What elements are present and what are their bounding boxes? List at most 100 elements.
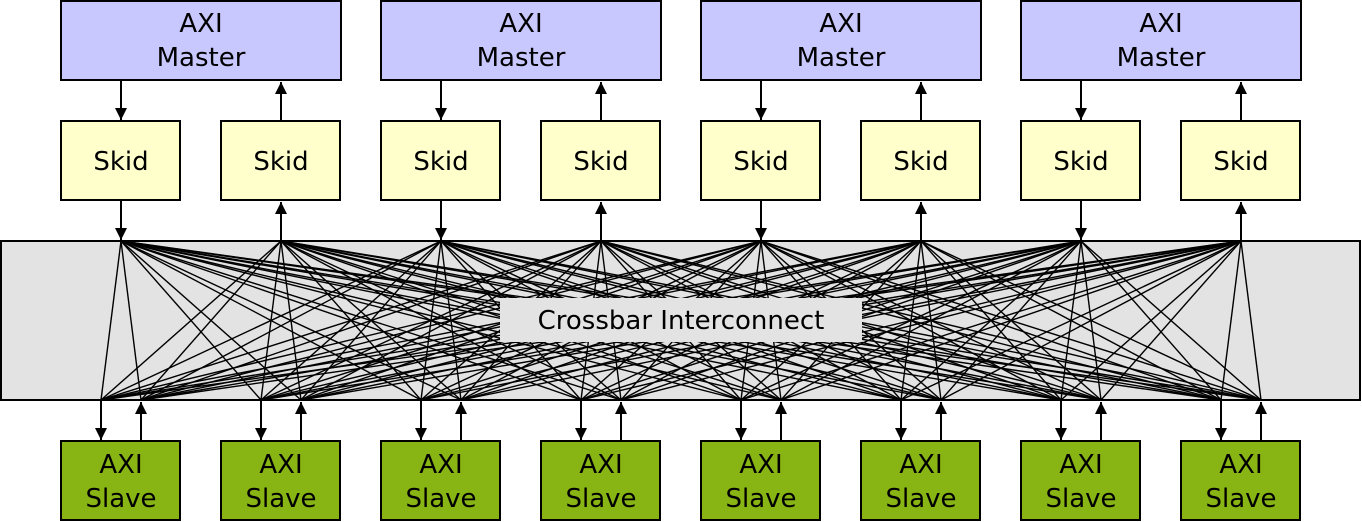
skid-box (540, 120, 661, 201)
axi-slave-box (1180, 440, 1301, 521)
axi-slave-7: AXI Slave (1020, 440, 1141, 521)
axi-slave-label-line2: Slave (245, 484, 316, 514)
skid-buffer-5: Skid (700, 120, 821, 201)
skid-label: Skid (1213, 147, 1268, 177)
skid-buffer-6: Skid (860, 120, 981, 201)
skid-box (1180, 120, 1301, 201)
axi-slave-label-line1: AXI (739, 450, 782, 480)
crossbar-connection-line (900, 240, 1242, 401)
crossbar-mesh-lines (100, 240, 1262, 401)
crossbar-connection-line (940, 240, 1242, 401)
axi-master-label-line1: AXI (179, 9, 222, 39)
axi-slave-label-line1: AXI (1059, 450, 1102, 480)
skid-box (220, 120, 341, 201)
axi-slave-5: AXI Slave (700, 440, 821, 521)
skid-box (700, 120, 821, 201)
skid-label: Skid (1053, 147, 1108, 177)
crossbar-connection-line (1240, 240, 1262, 401)
crossbar-connection-line (140, 240, 282, 401)
crossbar-label: Crossbar Interconnect (538, 306, 825, 336)
axi-master-3: AXI Master (700, 0, 982, 81)
crossbar-connection-line (100, 240, 122, 401)
skid-box (1020, 120, 1141, 201)
crossbar-connection-line (100, 240, 762, 401)
axi-slave-label-line2: Slave (1205, 484, 1276, 514)
axi-slave-label-line1: AXI (1219, 450, 1262, 480)
axi-slave-label-line2: Slave (565, 484, 636, 514)
axi-master-label-line2: Master (157, 43, 246, 73)
crossbar-connection-line (740, 240, 1242, 401)
axi-slave-label-line1: AXI (419, 450, 462, 480)
axi-slave-box (220, 440, 341, 521)
axi-master-box (380, 0, 662, 81)
crossbar-connection-line (100, 240, 282, 401)
skid-label: Skid (413, 147, 468, 177)
axi-master-2: AXI Master (380, 0, 662, 81)
skid-label: Skid (93, 147, 148, 177)
axi-slave-box (1020, 440, 1141, 521)
skid-label: Skid (573, 147, 628, 177)
axi-slave-box (380, 440, 501, 521)
crossbar-connection-line (580, 240, 1242, 401)
axi-slave-label-line1: AXI (259, 450, 302, 480)
axi-slave-label-line2: Slave (1045, 484, 1116, 514)
crossbar-connection-line (780, 240, 1242, 401)
axi-master-label-line1: AXI (499, 9, 542, 39)
crossbar-label-background (500, 298, 862, 342)
axi-slave-6: AXI Slave (860, 440, 981, 521)
axi-slave-label-line2: Slave (85, 484, 156, 514)
axi-slave-8: AXI Slave (1180, 440, 1301, 521)
axi-slave-2: AXI Slave (220, 440, 341, 521)
skid-buffer-3: Skid (380, 120, 501, 201)
skid-buffer-1: Skid (60, 120, 181, 201)
crossbar-connection-line (1060, 240, 1242, 401)
axi-slave-3: AXI Slave (380, 440, 501, 521)
skid-label: Skid (253, 147, 308, 177)
skid-buffers: Skid Skid Skid Skid Skid Skid Skid Skid (60, 120, 1301, 201)
skid-buffer-8: Skid (1180, 120, 1301, 201)
port-arrows (95, 81, 1267, 441)
skid-box (380, 120, 501, 201)
skid-box (860, 120, 981, 201)
axi-master-label-line1: AXI (819, 9, 862, 39)
axi-master-4: AXI Master (1020, 0, 1302, 81)
axi-master-label-line2: Master (797, 43, 886, 73)
axi-master-label-line2: Master (477, 43, 566, 73)
axi-slave-box (540, 440, 661, 521)
crossbar-connection-line (620, 240, 1242, 401)
crossbar-connection-line (120, 240, 142, 401)
crossbar-connection-line (1100, 240, 1242, 401)
crossbar-connection-line (140, 240, 762, 401)
skid-buffer-7: Skid (1020, 120, 1141, 201)
crossbar-connection-line (100, 240, 442, 401)
axi-slave-box (860, 440, 981, 521)
axi-slave-label-line2: Slave (725, 484, 796, 514)
axi-slaves: AXI Slave AXI Slave AXI Slave AXI Slave AXI Slave… (60, 440, 1301, 521)
crossbar-connection-line (140, 240, 602, 401)
skid-label: Skid (893, 147, 948, 177)
axi-slave-1: AXI Slave (60, 440, 181, 521)
axi-master-1: AXI Master (60, 0, 342, 81)
skid-box (60, 120, 181, 201)
axi-slave-box (60, 440, 181, 521)
crossbar-connection-line (1220, 240, 1242, 401)
axi-slave-box (700, 440, 821, 521)
crossbar-connection-line (100, 240, 602, 401)
axi-master-label-line1: AXI (1139, 9, 1182, 39)
axi-slave-label-line2: Slave (885, 484, 956, 514)
axi-slave-4: AXI Slave (540, 440, 661, 521)
axi-masters: AXI Master AXI Master AXI Master AXI Master (60, 0, 1302, 81)
axi-slave-label-line2: Slave (405, 484, 476, 514)
skid-buffer-2: Skid (220, 120, 341, 201)
axi-master-box (1020, 0, 1302, 81)
axi-master-label-line2: Master (1117, 43, 1206, 73)
crossbar-connection-line (140, 240, 442, 401)
skid-buffer-4: Skid (540, 120, 661, 201)
axi-master-box (60, 0, 342, 81)
axi-master-box (700, 0, 982, 81)
axi-slave-label-line1: AXI (579, 450, 622, 480)
axi-slave-label-line1: AXI (899, 450, 942, 480)
axi-slave-label-line1: AXI (99, 450, 142, 480)
skid-label: Skid (733, 147, 788, 177)
